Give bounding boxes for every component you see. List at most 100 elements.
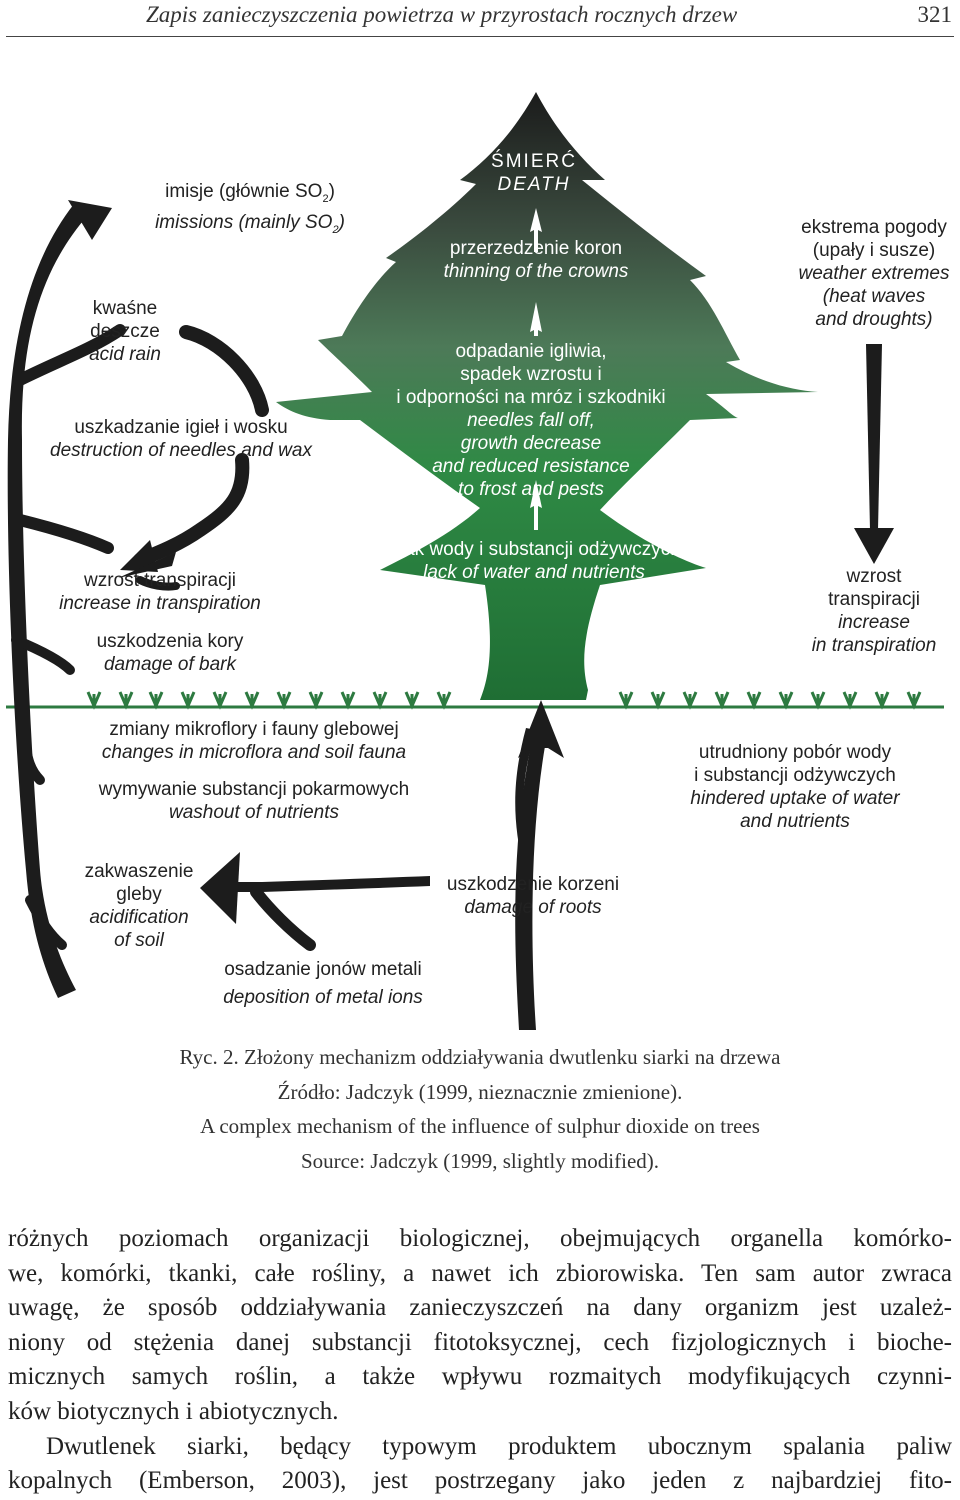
wax-pl: uszkadzanie igieł i wosku [74, 417, 288, 438]
death-pl: ŚMIERĆ [491, 151, 577, 172]
caption-line-3: A complex mechanism of the influence of … [200, 1114, 760, 1138]
roots-pl: uszkodzenie korzeni [446, 874, 620, 895]
caption-line-1: Ryc. 2. Złożony mechanizm oddziaływania … [179, 1045, 781, 1069]
arc-wax-arrow [133, 453, 250, 567]
branch-microflora [19, 735, 45, 785]
weather-arrow [866, 344, 882, 530]
running-title: Zapis zanieczyszczenia powietrza w przyr… [146, 2, 738, 27]
p1-line-2: we, komórki, tkanki, całe rośliny, a naw… [8, 1259, 952, 1287]
acid-rain-en: acid rain [89, 344, 161, 365]
header-rule [6, 36, 954, 37]
crown-en: thinning of the crowns [443, 261, 629, 282]
inner-arrows [530, 208, 542, 530]
tree-silhouette [276, 92, 818, 700]
label-emissions: imisje (głównie SO2) imissions (mainly S… [140, 180, 360, 242]
p1-line-5: micznych samych roślin, a także wpływu r… [8, 1363, 952, 1391]
bark-pl: uszkodzenia kory [96, 631, 244, 652]
label-transp-right: wzrost transpiracji increase in transpir… [800, 565, 948, 657]
page-number: 321 [917, 2, 953, 27]
bark-en: damage of bark [103, 654, 237, 675]
acid-rain-pl-1: kwaśne [92, 298, 158, 319]
transp-right-en-1: increase [838, 612, 910, 633]
root-arrow-shaft [515, 730, 548, 1030]
acidification-en-1: acidification [89, 907, 189, 928]
weather-pl-1: ekstrema pogody [801, 217, 947, 238]
microflora-en: changes in microflora and soil fauna [101, 742, 407, 763]
inner-arrow-death [530, 208, 542, 252]
metal-en: deposition of metal ions [223, 987, 423, 1008]
acidification-en-2: of soil [114, 930, 164, 951]
transp-right-pl-2: transpiracji [828, 589, 920, 610]
left-main-arrow [7, 204, 89, 998]
label-washout: wymywanie substancji pokarmowych washout… [84, 778, 424, 824]
wax-en: destruction of needles and wax [50, 440, 312, 461]
branch-transp [11, 635, 75, 675]
p1-line-1: różnych poziomach organizacji biologiczn… [8, 1225, 952, 1252]
caption-line-2: Źródło: Jadczyk (1999, nieznacznie zmien… [277, 1079, 683, 1104]
needles-en-2: growth decrease [460, 433, 602, 454]
transp-left-pl: wzrost transpiracji [83, 570, 237, 591]
transp-left-en: increase in transpiration [59, 593, 261, 614]
acidification-arrow [226, 876, 430, 892]
p2-line-2: kopalnych (Emberson, 2003), jest postrze… [8, 1467, 952, 1495]
needles-pl-1: odpadanie igliwia, [455, 341, 607, 362]
diagram-graphics [6, 92, 944, 1030]
running-header: Zapis zanieczyszczenia powietrza w przyr… [0, 0, 960, 40]
bark-hook [136, 576, 180, 591]
label-crown: przerzedzenie koron thinning of the crow… [420, 237, 652, 283]
needles-en-1: needles fall off, [467, 410, 595, 431]
weather-pl-2: (upały i susze) [812, 240, 936, 261]
weather-en-1: weather extremes [798, 263, 950, 284]
water-pl: brak wody i substancji odżywczych [387, 539, 681, 560]
label-acid-rain: kwaśne deszcze acid rain [70, 297, 180, 366]
label-needles: odpadanie igliwia, spadek wzrostu i i od… [372, 340, 690, 501]
washout-pl: wymywanie substancji pokarmowych [98, 779, 410, 800]
acidification-pl-2: gleby [116, 884, 162, 905]
metal-branch [250, 886, 316, 951]
uptake-pl-1: utrudniony pobór wody [698, 742, 892, 763]
needles-pl-3: i odporności na mróz i szkodniki [396, 387, 666, 408]
body-text: różnych poziomach organizacji biologiczn… [8, 1222, 952, 1499]
label-death: ŚMIERĆ DEATH [486, 150, 582, 196]
bark-pointer [118, 552, 176, 578]
paragraph-2: Dwutlenek siarki, będący typowym produkt… [8, 1430, 952, 1499]
transp-right-en-2: in transpiration [811, 635, 937, 656]
inner-arrow-needles [530, 480, 542, 530]
weather-en-3: and droughts) [815, 309, 933, 330]
label-water: brak wody i substancji odżywczych lack o… [376, 538, 692, 584]
p1-line-3: uwagę, że sposób oddziaływania zanieczys… [8, 1294, 952, 1322]
left-main-arrow-head [68, 200, 112, 240]
label-weather: ekstrema pogody (upały i susze) weather … [786, 216, 960, 331]
figure-so2-mechanism: ŚMIERĆ DEATH przerzedzenie koron thinnin… [0, 40, 960, 1040]
needles-en-3: and reduced resistance [432, 456, 630, 477]
inner-arrow-crown [530, 302, 542, 336]
label-metal: osadzanie jonów metali deposition of met… [210, 956, 436, 1012]
branch-soil [25, 895, 67, 950]
metal-pl: osadzanie jonów metali [224, 959, 422, 980]
weather-en-2: (heat waves [822, 286, 926, 307]
emissions-pl: imisje (głównie SO2) [165, 181, 335, 205]
arc-wax-head [120, 540, 158, 572]
microflora-pl: zmiany mikroflory i fauny glebowej [109, 719, 399, 740]
branch-acid-rain [14, 324, 126, 386]
crown-pl: przerzedzenie koron [449, 238, 623, 259]
roots-en: damage of roots [464, 897, 602, 918]
caption-line-4: Source: Jadczyk (1999, slightly modified… [300, 1148, 660, 1173]
label-uptake: utrudniony pobór wody i substancji odżyw… [672, 741, 918, 833]
paragraph-1: różnych poziomach organizacji biologiczn… [8, 1222, 952, 1430]
label-microflora: zmiany mikroflory i fauny glebowej chang… [84, 718, 424, 764]
uptake-en-2: and nutrients [740, 811, 850, 832]
transp-right-pl-1: wzrost [846, 566, 902, 587]
acid-rain-pl-2: deszcze [90, 321, 160, 342]
emissions-en: imissions (mainly SO2) [155, 211, 345, 236]
washout-en: washout of nutrients [168, 802, 340, 823]
uptake-pl-2: i substancji odżywczych [694, 765, 896, 786]
p1-line-6: ków biotycznych i abiotycznych. [8, 1397, 339, 1425]
grass-tufts [86, 691, 922, 710]
label-roots: uszkodzenie korzeni damage of roots [434, 873, 632, 919]
needles-pl-2: spadek wzrostu i [460, 364, 602, 385]
label-acidification: zakwaszenie gleby acidification of soil [74, 860, 204, 952]
death-en: DEATH [497, 174, 571, 195]
label-bark: uszkodzenia kory damage of bark [84, 630, 256, 676]
needles-en-4: to frost and pests [458, 479, 604, 500]
